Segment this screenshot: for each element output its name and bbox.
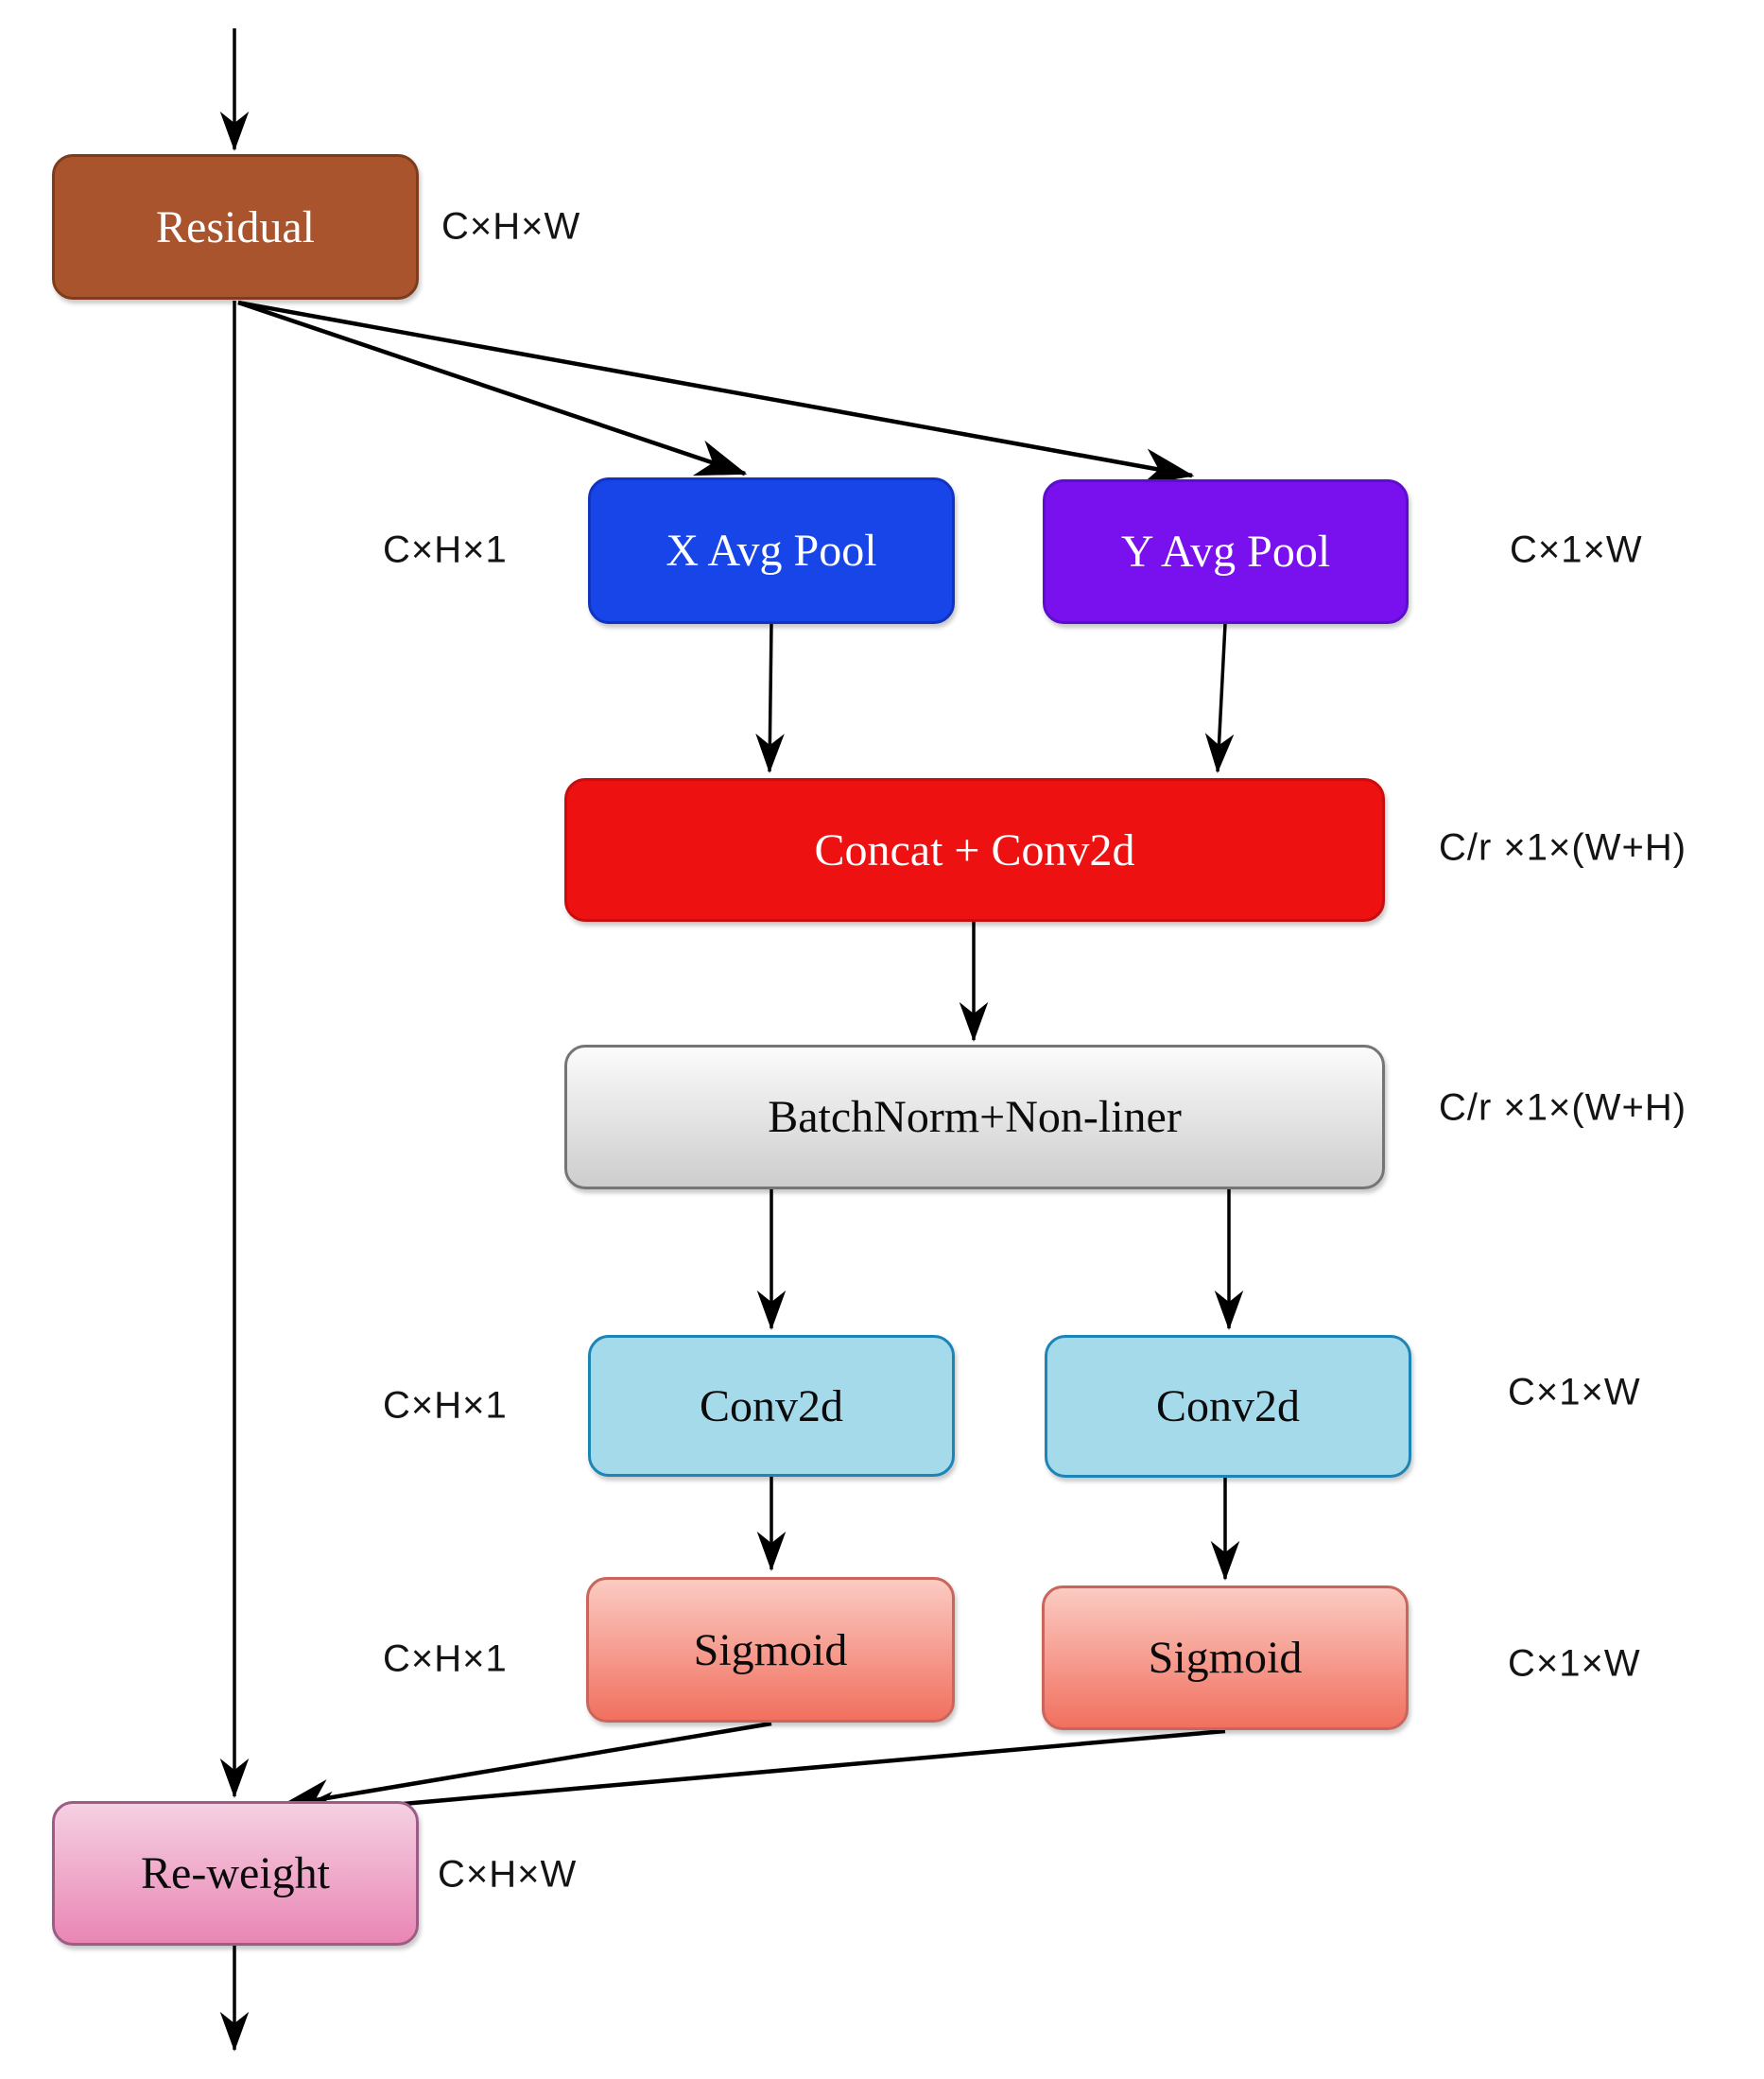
- arrow-x-avg-pool-to-concat: [755, 623, 785, 773]
- arrow-residual-to-y-avg-pool: [237, 300, 1195, 486]
- node-sigmoid-right-label: Sigmoid: [1148, 1633, 1303, 1683]
- node-batchnorm-nonlinear-label: BatchNorm+Non-liner: [768, 1092, 1182, 1142]
- node-conv2d-left: Conv2d: [588, 1335, 955, 1477]
- node-conv2d-right: Conv2d: [1045, 1335, 1411, 1478]
- node-sigmoid-left: Sigmoid: [586, 1577, 955, 1723]
- node-concat-conv2d-label: Concat + Conv2d: [814, 824, 1135, 875]
- dim-label-y-avg-pool: C×1×W: [1510, 528, 1643, 571]
- node-conv2d-right-label: Conv2d: [1155, 1381, 1300, 1431]
- node-sigmoid-left-label: Sigmoid: [693, 1624, 848, 1675]
- dim-label-conv2d-left: C×H×1: [383, 1384, 508, 1427]
- arrow-residual-to-x-avg-pool: [237, 300, 748, 476]
- dim-label-conv2d-right: C×1×W: [1508, 1371, 1641, 1413]
- arrow-sigmoid-right-to-reweight: [283, 1728, 1226, 1829]
- node-reweight: Re-weight: [52, 1801, 419, 1946]
- node-residual: Residual: [52, 154, 419, 300]
- dim-label-sigmoid-left: C×H×1: [383, 1637, 508, 1680]
- dim-label-residual: C×H×W: [441, 205, 581, 248]
- dim-label-reweight: C×H×W: [438, 1853, 578, 1896]
- node-y-avg-pool: Y Avg Pool: [1043, 479, 1409, 624]
- dim-label-x-avg-pool: C×H×1: [383, 528, 508, 571]
- node-y-avg-pool-label: Y Avg Pool: [1120, 527, 1331, 577]
- dim-label-sigmoid-right: C×1×W: [1508, 1642, 1641, 1685]
- arrow-sigmoid-left-to-reweight: [279, 1721, 772, 1816]
- arrow-y-avg-pool-to-concat: [1204, 623, 1235, 773]
- node-residual-label: Residual: [156, 201, 315, 252]
- node-conv2d-left-label: Conv2d: [699, 1380, 843, 1431]
- node-reweight-label: Re-weight: [141, 1848, 330, 1898]
- node-x-avg-pool: X Avg Pool: [588, 477, 955, 624]
- node-x-avg-pool-label: X Avg Pool: [666, 526, 877, 576]
- node-batchnorm-nonlinear: BatchNorm+Non-liner: [564, 1045, 1385, 1189]
- node-sigmoid-right: Sigmoid: [1042, 1585, 1409, 1730]
- dim-label-concat-conv2d: C/r ×1×(W+H): [1439, 826, 1687, 869]
- node-concat-conv2d: Concat + Conv2d: [564, 778, 1385, 922]
- dim-label-batchnorm: C/r ×1×(W+H): [1439, 1086, 1687, 1129]
